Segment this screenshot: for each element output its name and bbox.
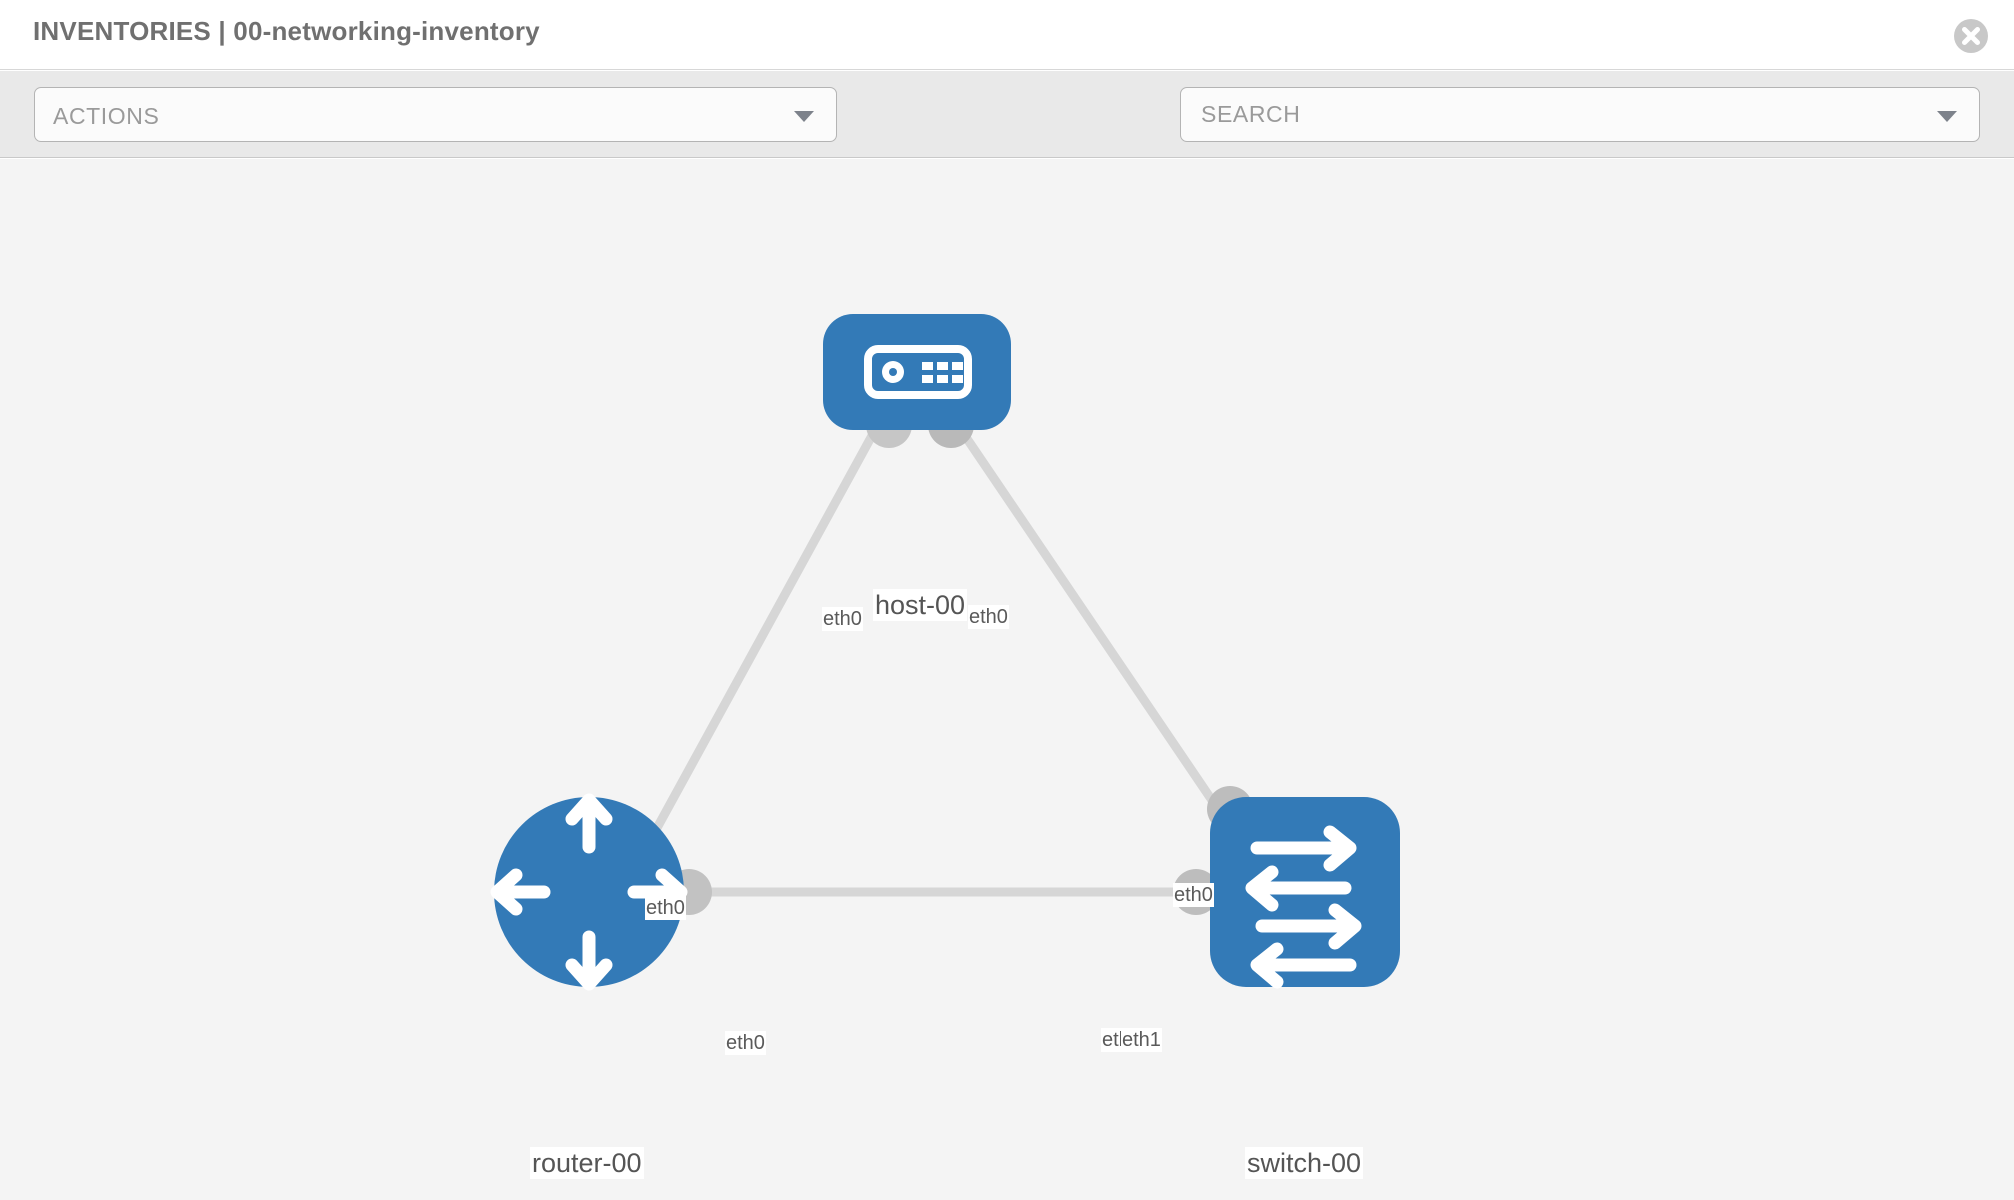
edge-host-switch (951, 418, 1249, 852)
edge-label-host-left: eth0 (822, 607, 863, 631)
node-router-00 (490, 793, 688, 991)
edge-label-router-uplink: eth0 (645, 896, 686, 920)
node-label-router-00: router-00 (530, 1147, 644, 1179)
edge-label-switch-uplink: eth0 (1173, 883, 1214, 907)
search-box[interactable] (1180, 87, 1980, 142)
node-switch-00 (1210, 797, 1400, 989)
close-icon[interactable] (1953, 18, 1989, 54)
header-bar: INVENTORIES | 00-networking-inventory (0, 0, 2014, 70)
edge-label-host-right: eth0 (968, 605, 1009, 629)
edge-label-router-right: eth0 (725, 1031, 766, 1055)
edge-host-router (636, 418, 884, 862)
search-input[interactable] (1199, 88, 1899, 141)
graph-edges (636, 418, 1249, 897)
actions-dropdown-label: ACTIONS (53, 103, 160, 129)
toolbar: ACTIONS (0, 71, 2014, 198)
chevron-down-icon[interactable] (1937, 111, 1957, 122)
node-label-switch-00: switch-00 (1245, 1147, 1364, 1179)
node-host-00 (823, 314, 1011, 430)
page-title: INVENTORIES | 00-networking-inventory (33, 16, 540, 46)
chevron-down-icon (794, 111, 814, 122)
edge-label-switch-left-eth1: eth1 (1121, 1028, 1162, 1052)
topology-graph (490, 314, 1400, 991)
actions-dropdown[interactable]: ACTIONS (34, 87, 837, 142)
topology-canvas[interactable]: host-00 router-00 switch-00 eth0 eth0 et… (0, 159, 2014, 1200)
node-label-host-00: host-00 (873, 589, 968, 621)
